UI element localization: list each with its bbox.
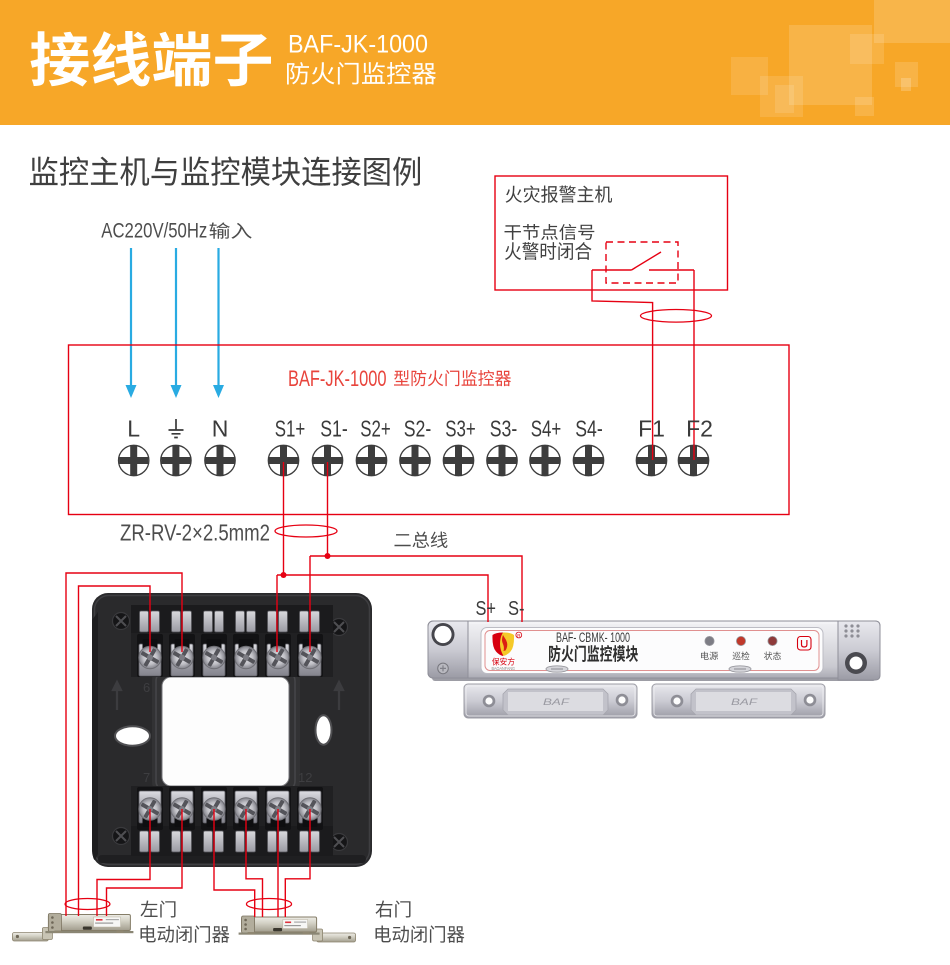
svg-text:12: 12 <box>298 770 312 785</box>
svg-text:S1-: S1- <box>320 416 348 442</box>
svg-text:S2+: S2+ <box>360 416 391 442</box>
svg-text:BAOANFANG: BAOANFANG <box>492 666 516 671</box>
svg-text:S4-: S4- <box>575 416 603 442</box>
svg-text:AC220V/50Hz: AC220V/50Hz <box>101 218 207 243</box>
svg-text:N: N <box>212 416 229 442</box>
svg-text:BAF: BAF <box>543 697 570 707</box>
svg-text:S4+: S4+ <box>531 416 562 442</box>
svg-text:S3-: S3- <box>490 416 518 442</box>
svg-text:F1: F1 <box>638 416 665 442</box>
svg-text:S+: S+ <box>476 598 497 620</box>
svg-text:S3+: S3+ <box>445 416 476 442</box>
svg-text:S-: S- <box>508 598 525 620</box>
svg-text:F2: F2 <box>686 416 713 442</box>
svg-text:R: R <box>517 633 521 638</box>
svg-text:L: L <box>127 416 140 442</box>
svg-text:6: 6 <box>143 680 150 695</box>
svg-text:BAF-JK-1000: BAF-JK-1000 <box>288 32 428 59</box>
svg-text:ZR-RV-2×2.5mm2: ZR-RV-2×2.5mm2 <box>120 520 270 546</box>
svg-text:S2-: S2- <box>404 416 432 442</box>
svg-text:BAF-JK-1000: BAF-JK-1000 <box>288 366 387 391</box>
svg-text:BAF: BAF <box>731 697 758 707</box>
svg-text:7: 7 <box>143 770 150 785</box>
svg-text:S1+: S1+ <box>275 416 306 442</box>
svg-text:BAF- CBMK- 1000: BAF- CBMK- 1000 <box>556 630 630 645</box>
